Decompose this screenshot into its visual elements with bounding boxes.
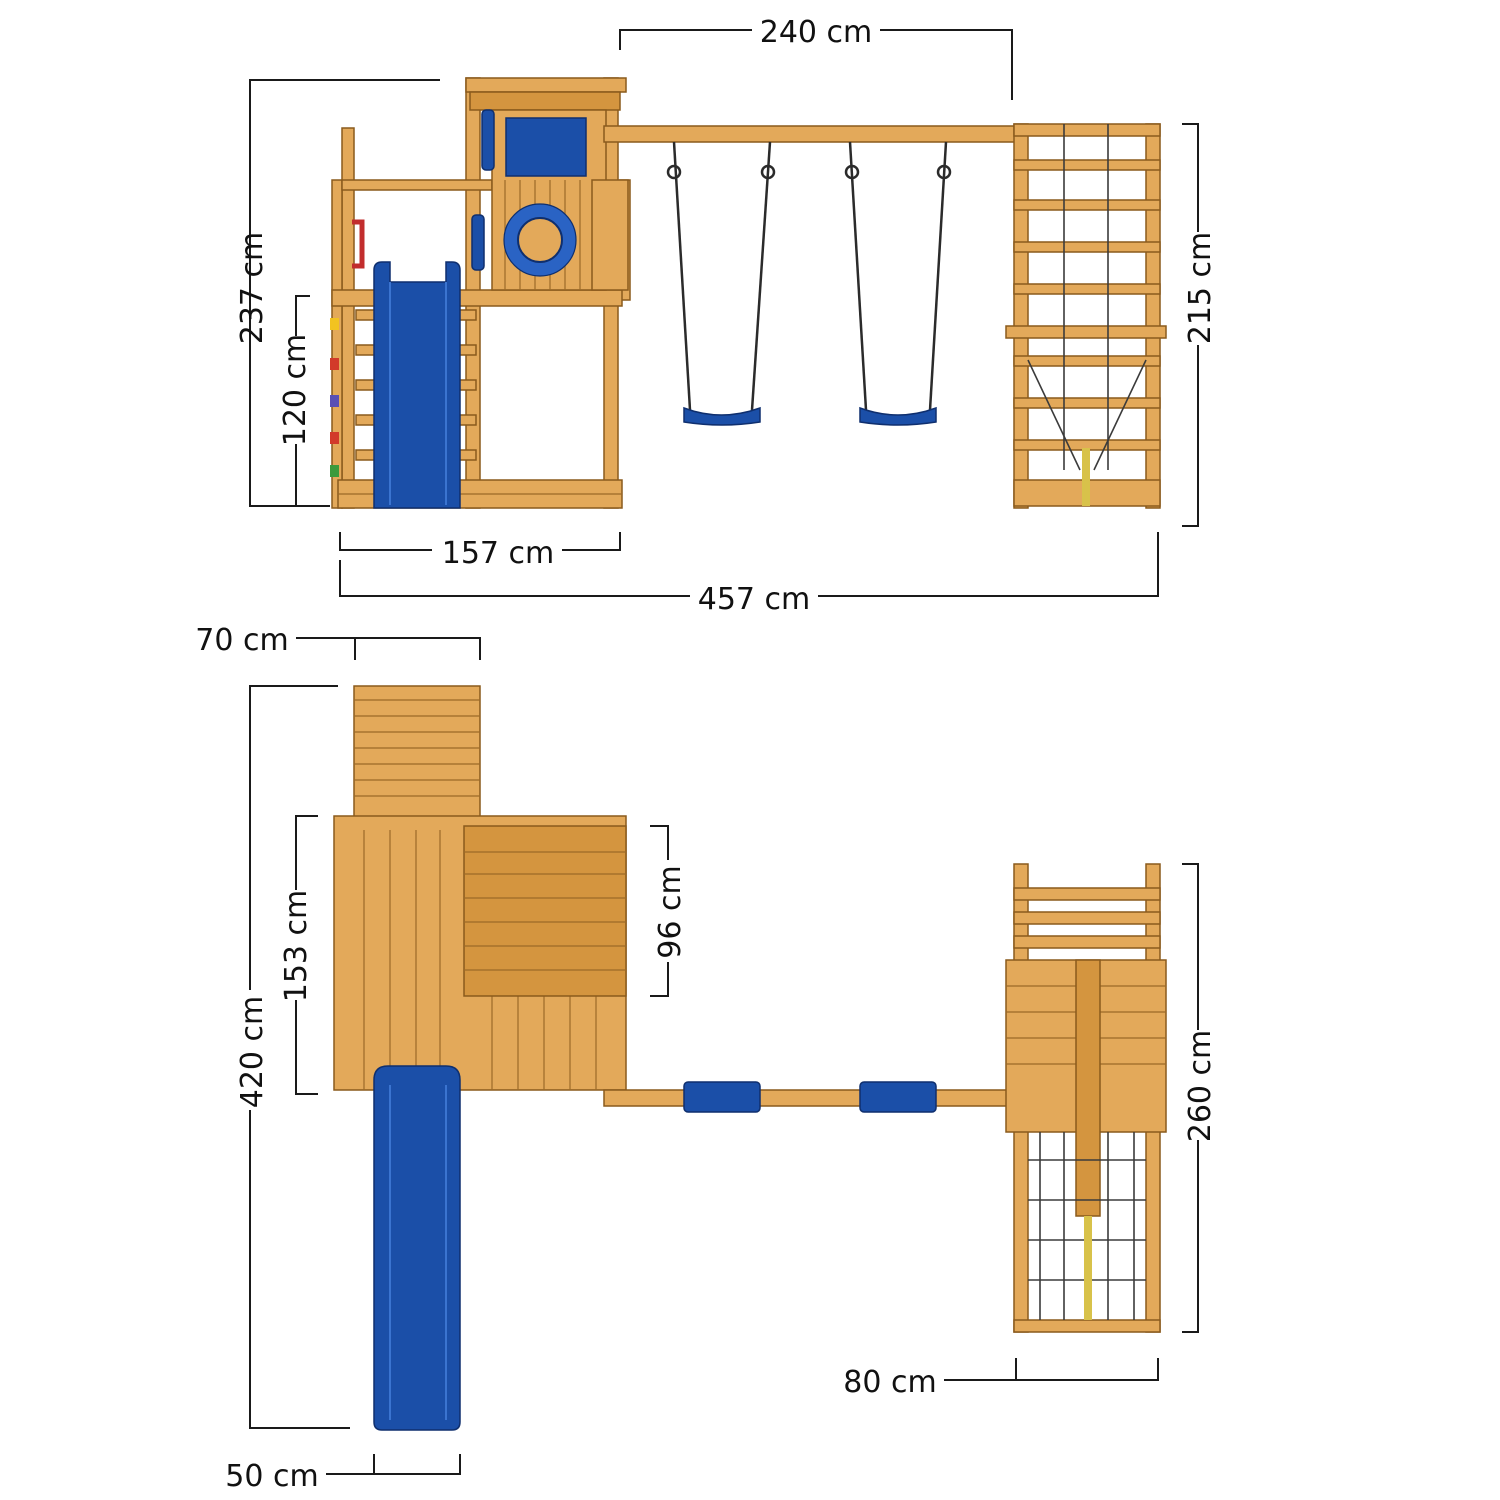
climbing-frame-front <box>1005 123 1167 509</box>
climbing-holds <box>330 318 339 477</box>
red-handle-icon <box>352 219 365 269</box>
dim-label-120: 120 cm <box>278 334 313 447</box>
climbing-grip-icon <box>471 214 485 271</box>
dim-climbing-height: 215 cm <box>1182 123 1218 527</box>
swing-beam-top <box>603 1089 1035 1107</box>
porthole-icon <box>503 203 577 277</box>
dim-label-260: 260 cm <box>1183 1030 1218 1143</box>
swing-beam <box>603 125 1025 143</box>
slide-front <box>373 261 461 509</box>
swing-seat-left-top <box>683 1081 761 1113</box>
dim-label-70: 70 cm <box>195 623 288 658</box>
swing-seat-right-top <box>859 1081 937 1113</box>
dim-platform-height: 120 cm <box>278 295 313 507</box>
ladder-top <box>353 685 481 819</box>
dim-tower-depth: 153 cm <box>279 815 318 1095</box>
dim-label-240: 240 cm <box>760 15 873 50</box>
dim-label-215: 215 cm <box>1183 232 1218 345</box>
top-view: 70 cm 420 cm 153 cm 96 cm 260 cm 80 cm 5… <box>195 623 1218 1494</box>
swing-right <box>844 141 952 426</box>
dim-label-237: 237 cm <box>235 232 270 345</box>
climbing-frame-top <box>1005 863 1167 1333</box>
dim-label-96: 96 cm <box>653 865 688 958</box>
front-view: 240 cm 237 cm 120 cm 215 cm 157 cm 457 c… <box>235 15 1218 617</box>
dim-sandbox-depth: 96 cm <box>650 825 688 997</box>
dim-label-157: 157 cm <box>442 536 555 571</box>
dim-tower-width: 157 cm <box>339 532 621 571</box>
dim-total-width: 457 cm <box>339 532 1159 617</box>
swing-left <box>666 141 776 426</box>
tower-window <box>505 117 587 177</box>
dim-slide-width: 50 cm <box>225 1454 461 1494</box>
dim-climbing-width: 80 cm <box>843 1358 1159 1400</box>
dim-total-depth: 420 cm <box>235 685 350 1429</box>
dim-label-80: 80 cm <box>843 1365 936 1400</box>
dim-ladder-width: 70 cm <box>195 623 481 660</box>
slide-top <box>373 1065 461 1431</box>
dim-label-457: 457 cm <box>698 582 811 617</box>
dim-climbing-depth: 260 cm <box>1182 863 1218 1333</box>
dim-label-420: 420 cm <box>235 996 270 1109</box>
dim-label-153: 153 cm <box>279 890 314 1003</box>
telescope-icon <box>481 109 495 171</box>
dim-total-height: 237 cm <box>235 79 440 507</box>
dim-label-50: 50 cm <box>225 1459 318 1494</box>
sandbox-roof <box>463 825 627 997</box>
tower-frame <box>331 77 631 509</box>
dim-swing-beam: 240 cm <box>619 15 1013 100</box>
